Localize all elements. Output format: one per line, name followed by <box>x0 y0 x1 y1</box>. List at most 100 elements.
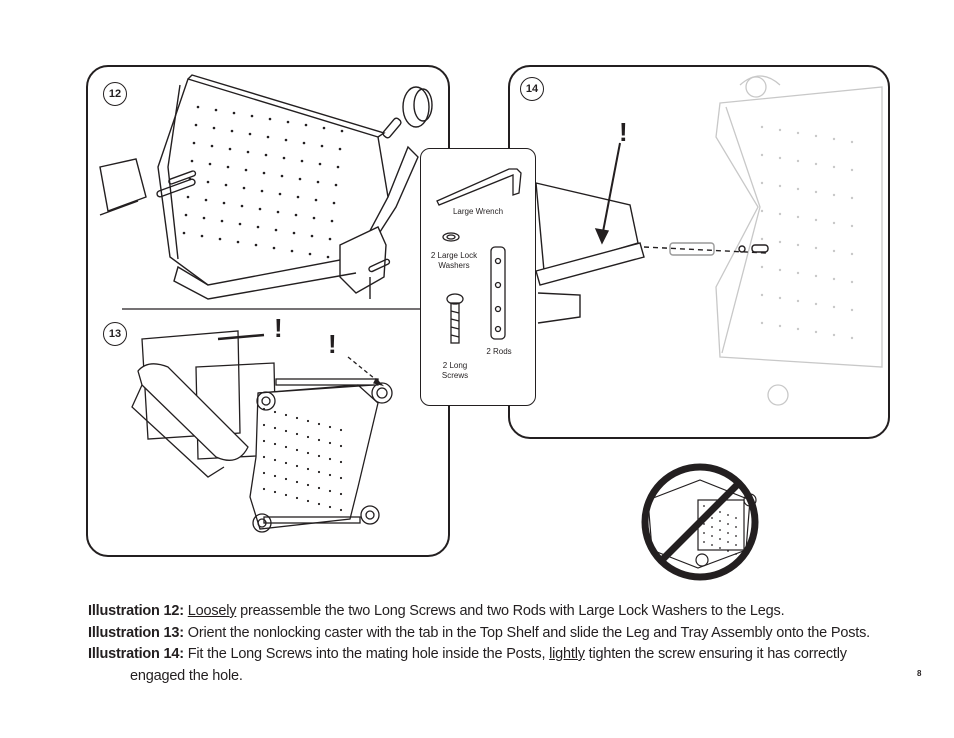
illustration-13-number: 13 <box>103 322 127 346</box>
perforation-dot <box>196 105 200 109</box>
perforation-dot <box>330 219 334 223</box>
perforation-dot <box>339 444 343 448</box>
perforation-dot <box>208 162 212 166</box>
illustration-14-panel: 14 ! <box>508 65 890 439</box>
rods-label: 2 Rods <box>486 347 512 356</box>
perforation-dot <box>317 502 321 506</box>
perforation-dot <box>280 174 284 178</box>
perforation-dot <box>284 413 288 417</box>
perforation-dot <box>832 249 836 253</box>
perforation-dot <box>308 252 312 256</box>
perforation-dot <box>814 246 818 250</box>
perforation-dot <box>282 156 286 160</box>
perforation-dot <box>339 460 343 464</box>
perforation-dot <box>278 192 282 196</box>
do-not-assemble-sign <box>641 463 759 581</box>
perforation-dot <box>796 327 800 331</box>
perforation-dot <box>306 467 310 471</box>
perforation-dot <box>850 196 854 200</box>
perforation-dot <box>832 333 836 337</box>
perforation-dot <box>317 438 321 442</box>
perforation-dot <box>306 499 310 503</box>
long-screws-label: 2 Long Screws <box>441 361 469 380</box>
perforation-dot <box>850 252 854 256</box>
perforation-dot <box>760 153 764 157</box>
perforation-dot <box>814 302 818 306</box>
perforation-dot <box>326 255 330 259</box>
perforation-dot <box>317 454 321 458</box>
instruction-14-continued: engaged the hole. <box>130 667 243 684</box>
perforation-dot <box>760 321 764 325</box>
perforation-dot <box>735 544 737 546</box>
perforation-dot <box>318 162 322 166</box>
perforation-dot <box>340 129 344 133</box>
perforation-dot <box>832 305 836 309</box>
perforation-dot <box>258 207 262 211</box>
perforation-dot <box>317 470 321 474</box>
warning-mark-13b: ! <box>328 329 337 359</box>
perforation-dot <box>295 480 299 484</box>
perforation-dot <box>778 268 782 272</box>
perforation-dot <box>264 153 268 157</box>
perforation-dot <box>711 526 713 528</box>
perforation-dot <box>703 541 705 543</box>
perforation-dot <box>711 544 713 546</box>
page-number: 8 <box>917 669 922 678</box>
perforation-dot <box>210 144 214 148</box>
perforation-dot <box>336 165 340 169</box>
perforation-dot <box>298 177 302 181</box>
perforation-dot <box>273 458 277 462</box>
perforation-dot <box>273 442 277 446</box>
perforation-dot <box>294 213 298 217</box>
perforation-dot <box>262 439 266 443</box>
perforation-dot <box>304 123 308 127</box>
large-wrench-label: Large Wrench <box>452 207 504 216</box>
perforation-dot <box>218 237 222 241</box>
perforation-dot <box>246 150 250 154</box>
perforation-dot <box>312 216 316 220</box>
perforation-dot <box>292 231 296 235</box>
perforation-dot <box>238 222 242 226</box>
perforation-dot <box>711 535 713 537</box>
perforation-dot <box>796 243 800 247</box>
hardware-callout: Large Wrench 2 Large Lock Washers 2 Rods… <box>420 148 536 406</box>
perforation-dot <box>204 198 208 202</box>
perforation-dot <box>300 159 304 163</box>
perforation-dot <box>727 514 729 516</box>
perforation-dot <box>295 432 299 436</box>
perforation-dot <box>230 129 234 133</box>
instruction-14-text-b: tighten the screw ensuring it has correc… <box>584 646 847 662</box>
perforation-dot <box>276 210 280 214</box>
perforation-dot <box>760 209 764 213</box>
perforation-dot <box>236 240 240 244</box>
instruction-13: Illustration 13: Orient the nonlocking c… <box>88 623 878 645</box>
perforation-dot <box>296 195 300 199</box>
perforation-dot <box>735 517 737 519</box>
perforation-dot <box>334 183 338 187</box>
perforation-dot <box>832 137 836 141</box>
perforation-dot <box>306 419 310 423</box>
perforation-dot <box>735 553 737 555</box>
perforation-dot <box>778 324 782 328</box>
perforation-dot <box>262 471 266 475</box>
perforation-dot <box>284 493 288 497</box>
perforation-dot <box>719 511 721 513</box>
perforation-dot <box>778 128 782 132</box>
perforation-dot <box>244 168 248 172</box>
perforation-dot <box>202 216 206 220</box>
perforation-dot <box>850 140 854 144</box>
perforation-dot <box>214 108 218 112</box>
perforation-dot <box>727 550 729 552</box>
perforation-dot <box>284 138 288 142</box>
perforation-dot <box>284 445 288 449</box>
perforation-dot <box>778 156 782 160</box>
perforation-dot <box>317 486 321 490</box>
perforation-dot <box>727 532 729 534</box>
perforation-dot <box>778 212 782 216</box>
perforation-dot <box>339 492 343 496</box>
perforation-dot <box>328 425 332 429</box>
perforation-dot <box>850 280 854 284</box>
perforation-dot <box>339 428 343 432</box>
perforation-dot <box>286 120 290 124</box>
perforation-dot <box>850 308 854 312</box>
